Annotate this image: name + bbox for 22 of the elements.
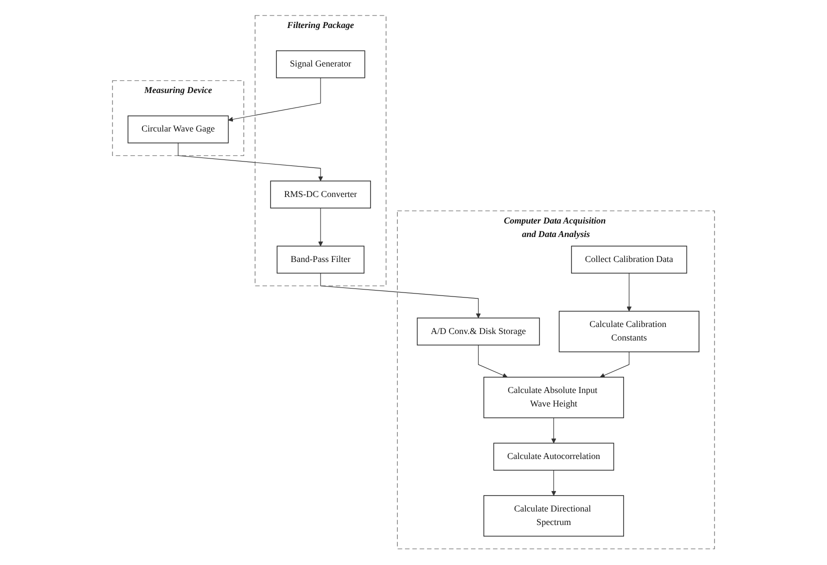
process-box: Circular Wave Gage xyxy=(128,116,229,144)
arrow xyxy=(178,142,324,182)
process-box: Signal Generator xyxy=(276,50,366,78)
process-box: Calculate Absolute Input Wave Height xyxy=(483,377,624,418)
arrow xyxy=(318,208,324,247)
group-title: Computer Data Acquisition and Data Analysis xyxy=(504,216,606,240)
process-box: Calculate Autocorrelation xyxy=(493,443,614,471)
process-box: Calculate Calibration Constants xyxy=(558,311,700,352)
arrow xyxy=(320,273,481,319)
arrow xyxy=(551,470,556,496)
group-title: Measuring Device xyxy=(144,86,212,96)
process-box: Calculate Directional Spectrum xyxy=(483,496,624,537)
arrow xyxy=(228,78,321,122)
process-box: RMS-DC Converter xyxy=(270,180,371,209)
process-box: Band-Pass Filter xyxy=(276,246,364,274)
arrow xyxy=(478,345,508,378)
group-title: Filtering Package xyxy=(287,20,354,30)
process-box: Collect Calibration Data xyxy=(571,246,688,274)
process-box: A/D Conv.& Disk Storage xyxy=(416,318,540,346)
arrow xyxy=(600,352,630,378)
arrow xyxy=(626,273,632,312)
arrow xyxy=(551,418,556,444)
